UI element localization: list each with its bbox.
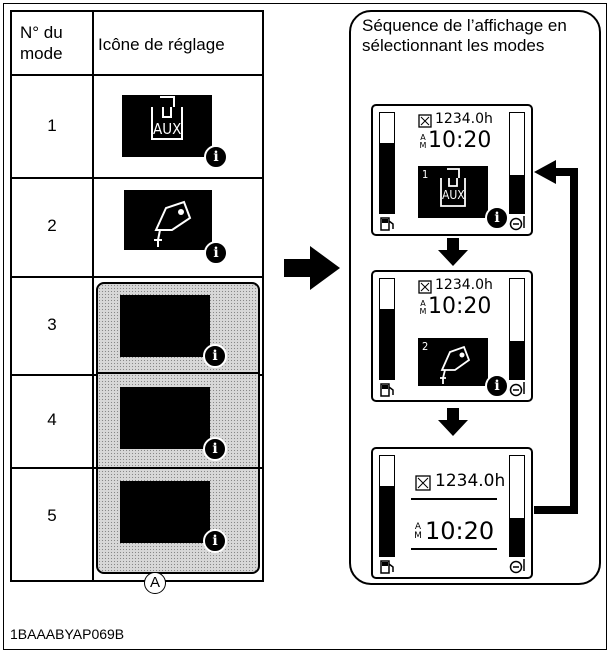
divider — [411, 498, 497, 500]
info-icon: i — [203, 344, 227, 368]
down-arrow-icon — [438, 408, 468, 436]
clock: 10:20 — [428, 128, 492, 153]
mode-number-3: 3 — [47, 315, 57, 334]
fuel-icon — [380, 560, 394, 574]
temperature-icon — [509, 559, 525, 574]
info-icon: i — [485, 374, 509, 398]
mode-number-5: 5 — [47, 506, 57, 525]
hourglass-icon — [418, 114, 432, 128]
fuel-icon — [380, 383, 394, 397]
blank-setting-icon-5 — [120, 481, 210, 543]
column-header-mode-number: N° du mode — [20, 23, 63, 63]
temperature-icon — [509, 216, 525, 231]
temperature-icon — [509, 382, 525, 397]
sequence-title: Séquence de l’affichage en sélectionnant… — [362, 16, 567, 55]
clock: 10:20 — [428, 294, 492, 319]
mode-number-4: 4 — [47, 410, 57, 429]
mode-number: 1 — [422, 168, 429, 181]
hourglass-icon — [418, 280, 432, 294]
figure-frame — [3, 3, 607, 650]
mode-number: 2 — [422, 340, 429, 353]
fuel-gauge — [379, 278, 395, 380]
temperature-gauge — [509, 278, 525, 380]
aux-symbol — [151, 96, 183, 140]
mode-number-1: 1 — [47, 116, 57, 135]
aux-setting-icon: AUX 1 — [418, 166, 488, 218]
mode-icon-table: N° du mode Icône de réglage 1 2 3 4 5 AU… — [10, 10, 264, 582]
temperature-gauge — [509, 455, 525, 557]
figure-code: 1BAAABYAP069B — [10, 626, 125, 642]
temperature-gauge — [509, 112, 525, 214]
clock: 10:20 — [425, 517, 495, 545]
hour-meter: 1234.0h — [435, 277, 493, 293]
hydraulic-attachment-icon: 2 — [418, 338, 488, 386]
info-icon: i — [204, 145, 228, 169]
down-arrow-icon — [438, 238, 468, 266]
divider — [411, 548, 497, 550]
hour-meter: 1234.0h — [435, 111, 493, 127]
return-arrow-icon — [534, 160, 578, 514]
info-icon: i — [203, 437, 227, 461]
column-header-setting-icon: Icône de réglage — [98, 35, 225, 54]
info-icon: i — [204, 241, 228, 265]
hydraulic-attachment-icon — [124, 190, 212, 250]
right-arrow-icon — [284, 246, 340, 290]
mode-number-2: 2 — [47, 216, 57, 235]
hourglass-icon — [415, 475, 431, 491]
fuel-gauge — [379, 112, 395, 214]
blank-setting-icon-4 — [120, 387, 210, 449]
sequence-panel — [349, 10, 601, 585]
hour-meter: 1234.0h — [435, 471, 506, 491]
aux-setting-icon: AUX — [122, 95, 212, 157]
fuel-gauge — [379, 455, 395, 557]
callout-a: A — [144, 572, 166, 594]
info-icon: i — [203, 529, 227, 553]
info-icon: i — [485, 206, 509, 230]
fuel-icon — [380, 217, 394, 231]
aux-label: AUX — [153, 120, 182, 138]
blank-setting-icon-3 — [120, 295, 210, 357]
